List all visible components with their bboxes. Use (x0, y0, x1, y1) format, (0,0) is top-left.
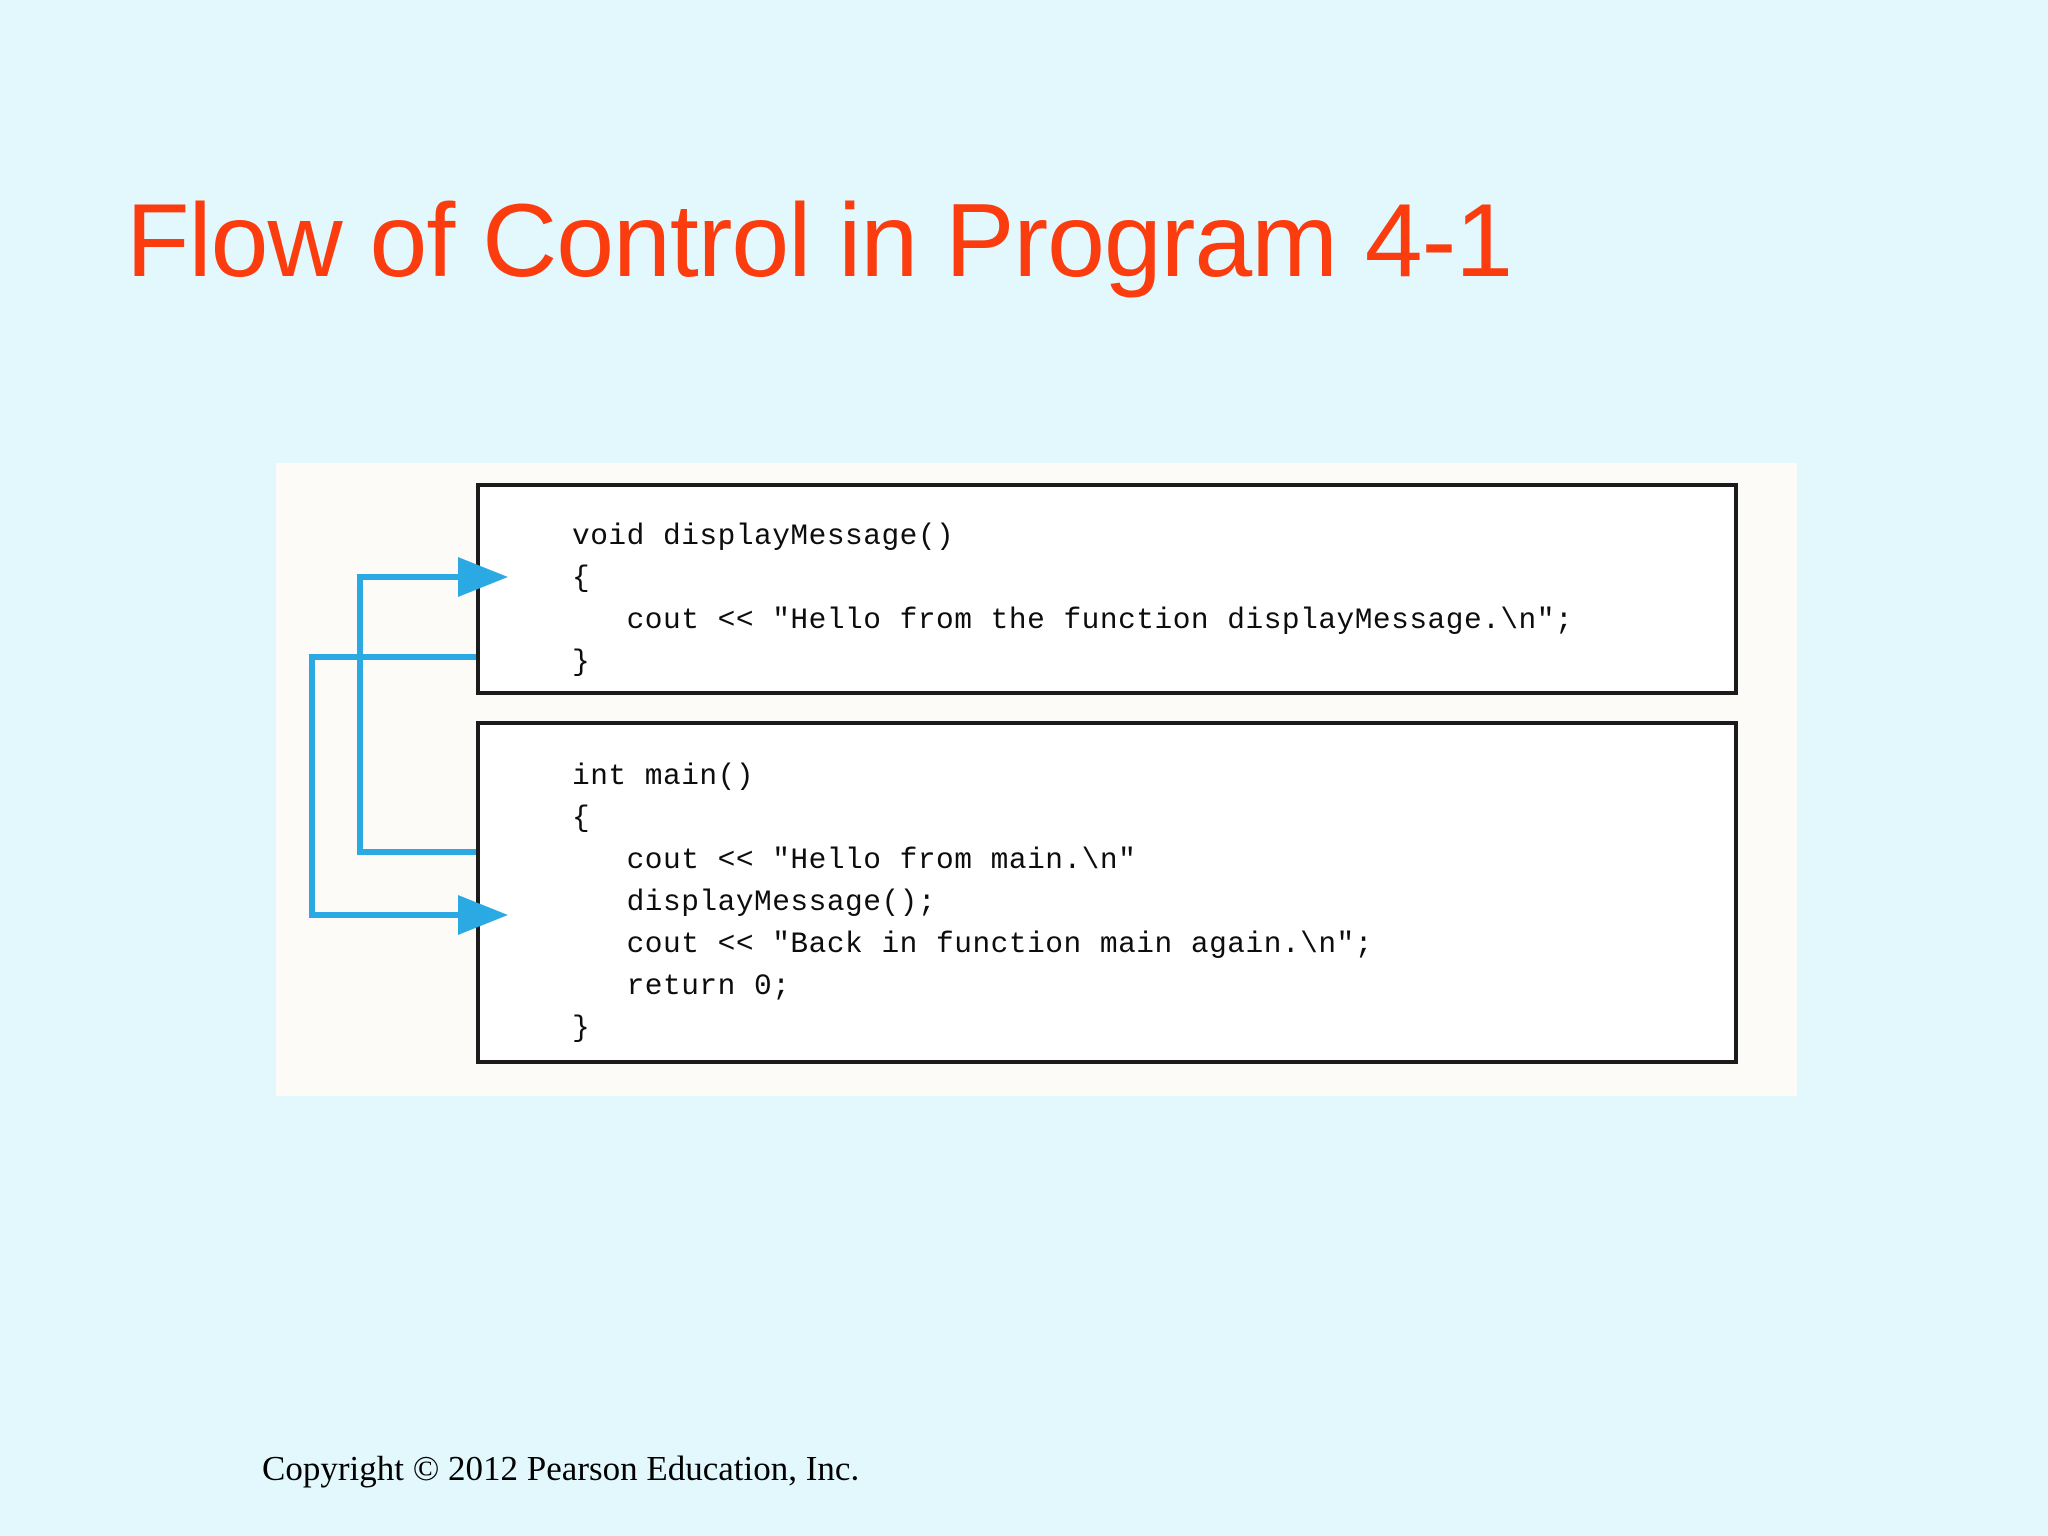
displayMessage-function-box: void displayMessage() { cout << "Hello f… (476, 483, 1738, 695)
return-arrow-path (309, 654, 476, 918)
page-title: Flow of Control in Program 4-1 (126, 182, 1513, 299)
flow-of-control-figure: void displayMessage() { cout << "Hello f… (276, 463, 1797, 1096)
displayMessage-code-listing: void displayMessage() { cout << "Hello f… (572, 519, 1574, 679)
copyright-notice: Copyright © 2012 Pearson Education, Inc. (262, 1449, 860, 1488)
call-arrow-path (357, 574, 476, 855)
main-code-listing: int main() { cout << "Hello from main.\n… (572, 759, 1373, 1045)
main-function-box: int main() { cout << "Hello from main.\n… (476, 721, 1738, 1064)
